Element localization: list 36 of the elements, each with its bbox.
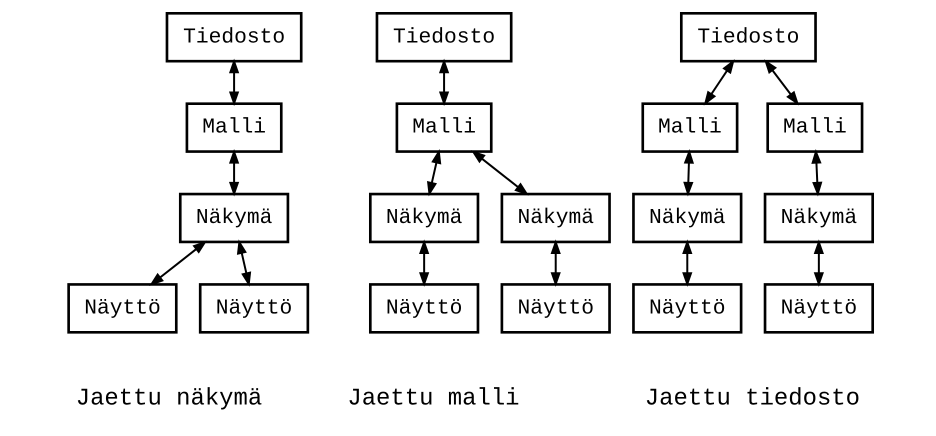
arrow — [682, 239, 692, 287]
node-box: Näkymä — [178, 192, 290, 244]
node-box: Malli — [641, 102, 738, 153]
node-box: Näyttö — [764, 283, 874, 334]
node-box: Malli — [766, 102, 864, 153]
label: Jaettu näkymä — [76, 386, 262, 413]
node-box: Näyttö — [500, 283, 611, 334]
node-box: Malli — [186, 102, 283, 153]
node-box: Tiedosto — [166, 12, 303, 62]
node-box: Näkymä — [500, 192, 611, 244]
arrow — [228, 148, 240, 196]
arrow — [550, 239, 561, 287]
node-box: Näyttö — [67, 283, 178, 334]
arrow — [419, 239, 430, 287]
label: Jaettu tiedosto — [644, 386, 860, 413]
node-box: Tiedosto — [680, 12, 817, 62]
arrow — [236, 239, 252, 287]
arrow — [438, 58, 450, 106]
arrow — [814, 239, 824, 287]
node-box: Näkymä — [369, 192, 480, 244]
arrow — [704, 59, 735, 106]
node-box: Näyttö — [369, 283, 480, 334]
node-box: Näyttö — [632, 283, 742, 334]
arrow — [149, 240, 208, 286]
node-box: Näkymä — [632, 192, 742, 244]
arrow — [683, 148, 694, 196]
node-box: Tiedosto — [376, 12, 513, 62]
label: Jaettu malli — [347, 386, 520, 413]
node-box: Malli — [396, 102, 493, 153]
arrow — [228, 58, 240, 106]
arrow — [427, 149, 442, 196]
arrow — [811, 148, 822, 196]
node-box: Näyttö — [198, 283, 310, 334]
node-box: Näkymä — [764, 192, 874, 244]
arrow — [764, 59, 800, 106]
arrow — [471, 150, 529, 196]
